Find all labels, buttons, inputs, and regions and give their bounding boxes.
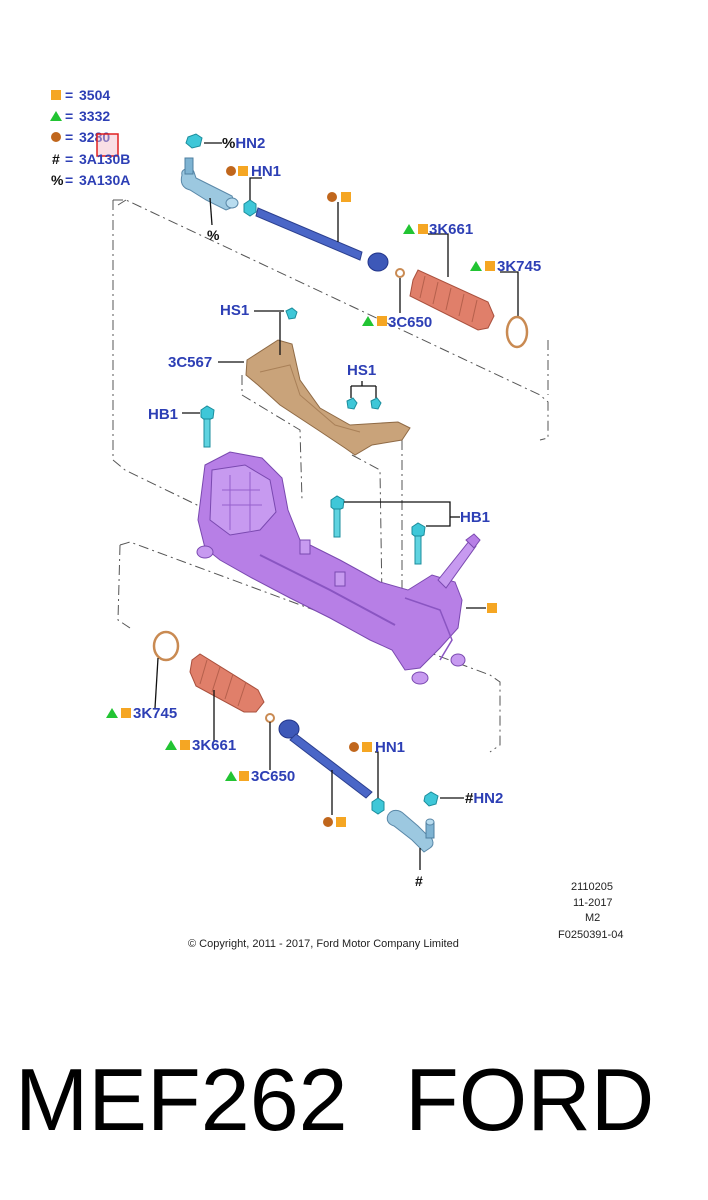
square-icon [239,771,249,781]
clamp-small-top [395,268,405,278]
circle-icon [226,166,236,176]
info-rev: M2 [585,912,600,924]
bolt-hb1-right [411,522,426,565]
label-text: HN2 [235,135,265,152]
triangle-icon [165,740,177,750]
legend-eq: = [65,87,73,103]
square-icon [341,192,351,202]
tie-rod-end-top [180,157,239,211]
label-3c650-bottom: 3C650 [251,768,295,785]
percent-mark: % [222,135,235,152]
square-icon [377,316,387,326]
nut-hn1-top [243,199,257,217]
clip-hs1-left [285,307,298,320]
legend-code-3a130b: 3A130B [79,151,130,167]
square-icon [180,740,190,750]
heat-shield [245,339,411,456]
brand-name: FORD [405,1050,654,1149]
hash-mark: # [465,790,474,807]
label-text: HN2 [473,790,503,807]
label-3c650-top: 3C650 [388,314,432,331]
circle-icon [349,742,359,752]
info-ref: F0250391-04 [558,929,623,941]
nut-hn2-bottom [423,791,439,807]
square-icon [418,224,428,234]
triangle-icon [470,261,482,271]
legend-eq: = [65,108,73,124]
clip-hs1-center-a [346,397,358,410]
inner-tie-rod-top [255,207,389,272]
percent-mark-top: % [207,227,220,243]
square-icon [121,708,131,718]
hash-mark-bottom: # [415,873,423,889]
steering-rack [196,451,481,685]
clamp-ring-bottom [152,630,180,662]
triangle-icon [403,224,415,234]
guide-lines [112,199,549,753]
label-3k745-top: 3K745 [497,258,541,275]
triangle-icon [362,316,374,326]
triangle-icon [106,708,118,718]
square-icon [362,742,372,752]
label-hn2-top: %HN2 [222,135,265,152]
info-date: 11-2017 [573,897,613,909]
circle-icon [327,192,337,202]
nut-hn2-top [185,133,203,149]
square-icon [485,261,495,271]
label-hb1-left: HB1 [148,406,178,423]
square-icon [238,166,248,176]
legend-code-3332: 3332 [79,108,110,124]
legend-eq: = [65,172,73,188]
square-icon [336,817,346,827]
label-3k661-bottom: 3K661 [192,737,236,754]
bolt-hb1-center [330,495,345,538]
square-icon [51,90,61,100]
label-hn1-bottom: HN1 [375,739,405,756]
label-hn1-top: HN1 [251,163,281,180]
label-3k745-bottom: 3K745 [133,705,177,722]
part-number: MEF262 [15,1050,348,1149]
bolt-hb1-left [200,405,215,448]
clamp-small-bottom [265,713,275,723]
clamp-ring-top [505,315,529,349]
nut-hn1-bottom [371,797,385,815]
legend-eq: = [65,151,73,167]
boot-top [409,269,495,331]
label-hs1-center: HS1 [347,362,376,379]
label-3k661-top: 3K661 [429,221,473,238]
boot-bottom [189,653,265,713]
circle-icon [323,817,333,827]
info-code: 2110205 [571,881,613,893]
legend-code-3280: 3280 [79,129,110,145]
legend-eq: = [65,129,73,145]
legend-code-3a130a: 3A130A [79,172,130,188]
legend: = 3504 = 3332 = 3280 # = 3A130B % = 3A13… [50,87,130,188]
triangle-icon [225,771,237,781]
copyright: © Copyright, 2011 - 2017, Ford Motor Com… [188,938,459,950]
label-hb1-right: HB1 [460,509,490,526]
highlight-box [96,133,119,157]
inner-tie-rod-bottom [278,719,373,799]
label-hn2-bottom: #HN2 [465,790,503,807]
triangle-icon [50,111,62,121]
legend-hash-symbol: # [52,151,60,167]
circle-icon [51,132,61,142]
label-hs1-left: HS1 [220,302,249,319]
clip-hs1-center-b [370,397,382,410]
legend-code-3504: 3504 [79,87,110,103]
square-icon [487,603,497,613]
label-3c567: 3C567 [168,354,212,371]
tie-rod-end-bottom [386,809,435,853]
legend-percent-symbol: % [51,172,64,188]
